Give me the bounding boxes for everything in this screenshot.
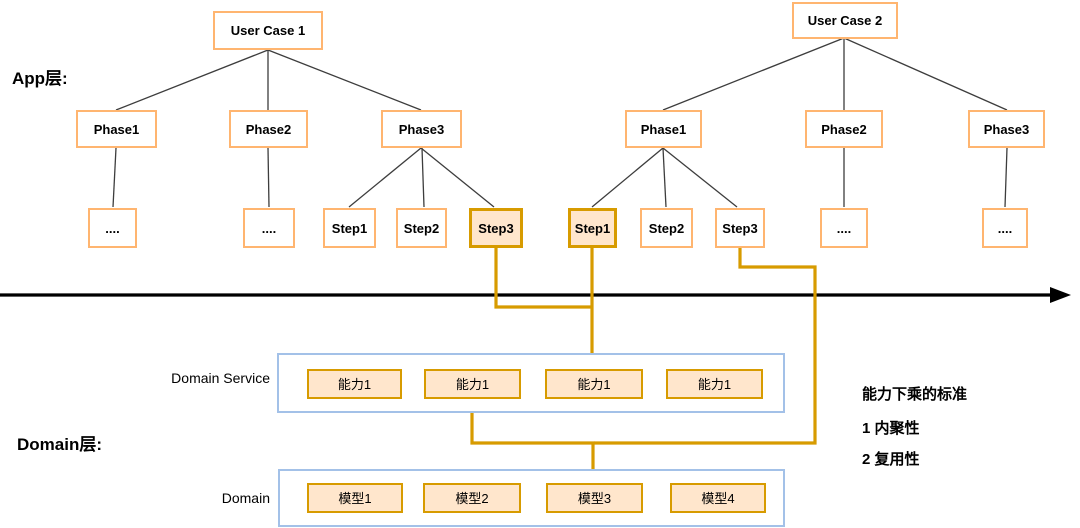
node-user-case-1: User Case 1	[213, 11, 323, 50]
capability-box-1: 能力1	[307, 369, 402, 399]
annotation-heading: 能力下乘的标准	[862, 386, 968, 403]
node-tree1-phase3: Phase3	[381, 110, 462, 148]
tree-edge	[662, 147, 738, 208]
node-tree2-dots-2: ....	[982, 208, 1028, 248]
tree-edge	[267, 49, 422, 111]
node-tree2-step3: Step3	[715, 208, 765, 248]
tree-edge	[420, 147, 495, 208]
tree-edge	[662, 147, 667, 208]
node-tree2-phase3: Phase3	[968, 110, 1045, 148]
connector-tree2-step3-to-model3	[594, 248, 817, 445]
tree-edge	[843, 37, 1008, 111]
node-tree1-step2: Step2	[396, 208, 447, 248]
capability-box-4: 能力1	[666, 369, 763, 399]
domain-service-label: Domain Service	[171, 370, 270, 386]
model-box-2: 模型2	[423, 483, 521, 513]
tree1-edges	[112, 49, 495, 208]
model-box-1: 模型1	[307, 483, 403, 513]
gold-connectors	[470, 248, 817, 469]
node-tree2-dots-1: ....	[820, 208, 868, 248]
tree-edge	[421, 147, 425, 208]
annotation-item-2: 2 复用性	[862, 451, 920, 468]
model-box-3: 模型3	[546, 483, 643, 513]
tree2-edges	[591, 37, 1008, 208]
node-tree1-step1: Step1	[323, 208, 376, 248]
tree-edge	[1004, 147, 1008, 208]
tree-edge	[348, 147, 422, 208]
node-tree1-phase1: Phase1	[76, 110, 157, 148]
node-tree2-phase2: Phase2	[805, 110, 883, 148]
domain-label: Domain	[221, 490, 270, 506]
tree-edge	[267, 147, 270, 208]
annotation-item-1: 1 内聚性	[862, 420, 920, 437]
node-tree1-dots-2: ....	[243, 208, 295, 248]
node-tree2-step1-highlighted: Step1	[568, 208, 617, 248]
node-tree1-step3-highlighted: Step3	[469, 208, 523, 248]
node-tree2-step2: Step2	[640, 208, 693, 248]
tree-edge	[112, 147, 117, 208]
axis-arrowhead-icon	[1050, 287, 1071, 303]
node-tree2-phase1: Phase1	[625, 110, 702, 148]
tree-edge	[115, 49, 269, 111]
tree-edge	[591, 147, 664, 208]
node-user-case-2: User Case 2	[792, 2, 898, 39]
model-box-4: 模型4	[670, 483, 766, 513]
app-layer-label: App层:	[12, 69, 68, 88]
node-tree1-dots-1: ....	[88, 208, 137, 248]
domain-layer-label: Domain层:	[17, 435, 102, 454]
layer-axis	[0, 287, 1071, 303]
connector-tree1-step3-to-capability3	[494, 248, 592, 309]
tree-edge	[662, 37, 845, 111]
node-tree1-phase2: Phase2	[229, 110, 308, 148]
capability-box-2: 能力1	[424, 369, 521, 399]
capability-box-3: 能力1	[545, 369, 643, 399]
connector-capability2-to-model3	[470, 399, 595, 469]
